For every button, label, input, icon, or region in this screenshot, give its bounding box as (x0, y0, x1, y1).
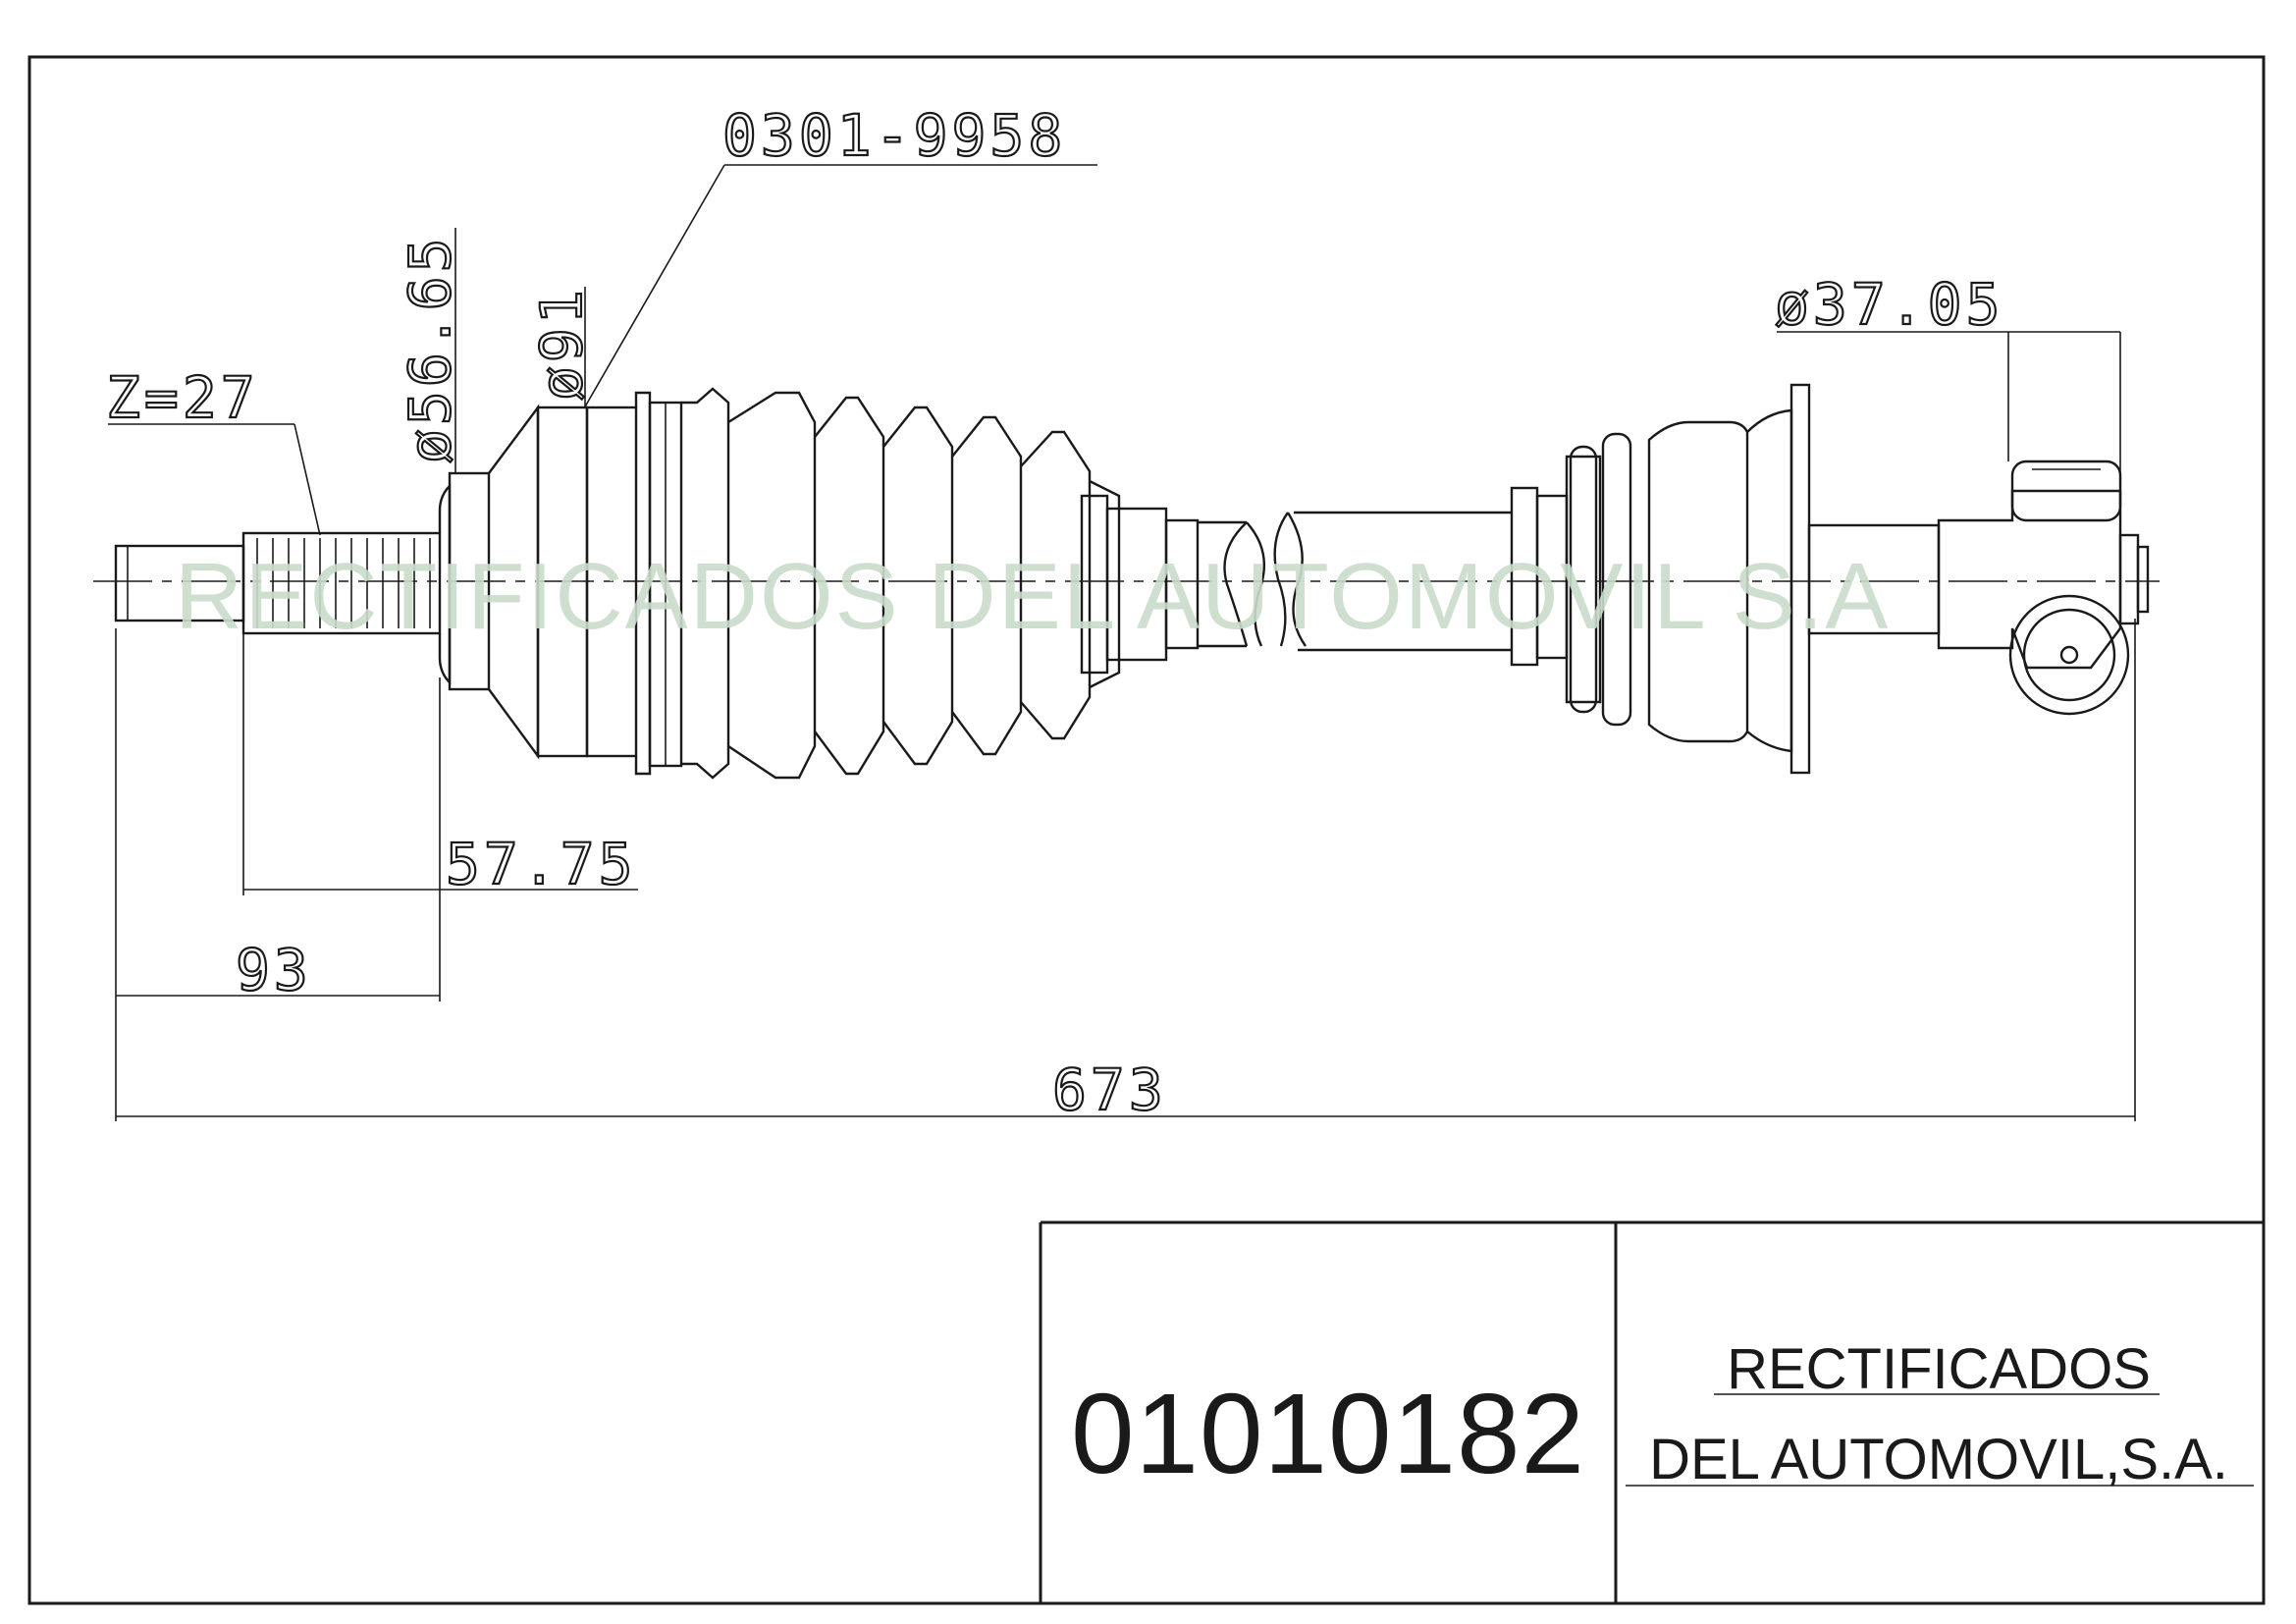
stub-length-label: 93 (236, 937, 312, 1003)
spline-length-label: 57.75 (446, 831, 637, 897)
company-name-line1: RECTIFICADOS (1727, 1337, 2151, 1401)
inner-shaft-diameter-label: ø37.05 (1775, 271, 2004, 338)
dimension-lines (108, 164, 2136, 1121)
total-length-label: 673 (1052, 1056, 1167, 1123)
title-block (1039, 1220, 2264, 1603)
watermark: RECTIFICADOS DEL AUTOMOVIL S.A (175, 544, 1890, 649)
main-shaft (1198, 511, 1512, 652)
boot-diameter-label: ø91 (528, 286, 595, 401)
outer-joint-diameter-label: ø56.65 (397, 234, 463, 463)
part-ref-label: 0301-9958 (722, 102, 1066, 169)
drawing-frame (27, 55, 2266, 1605)
outer-boot (634, 387, 1200, 780)
part-number: 01010182 (1071, 1370, 1585, 1497)
inner-joint (1510, 383, 2150, 775)
company-name-line2: DEL AUTOMOVIL,S.A. (1649, 1428, 2228, 1491)
spline-teeth-label: Z=27 (106, 364, 259, 431)
